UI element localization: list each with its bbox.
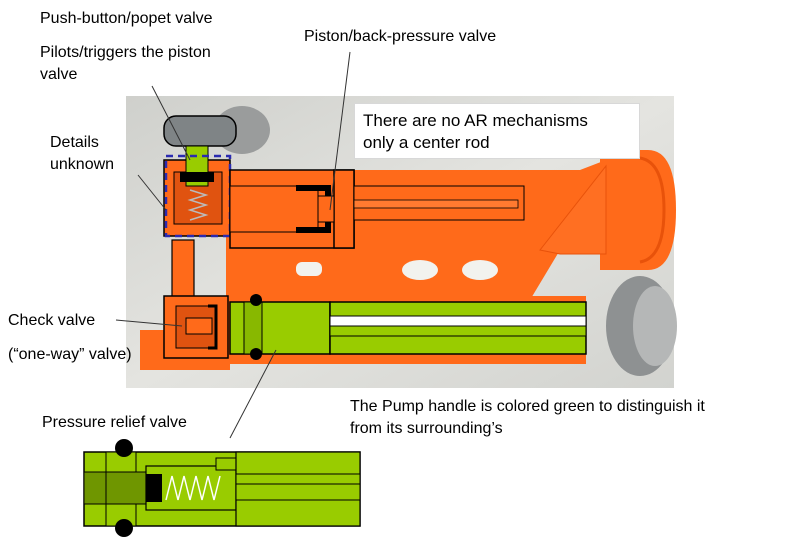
label-pressure-relief: Pressure relief valve	[42, 414, 187, 431]
check-valve-housing	[163, 295, 229, 359]
leader-lines	[115, 51, 351, 439]
label-one-way-valve: (“one-way” valve)	[8, 346, 132, 363]
label-pilots-line2: valve	[40, 66, 78, 83]
note-line1: There are no AR mechanisms	[363, 111, 588, 130]
label-details-line1: Details	[50, 134, 99, 151]
pressure-relief-detail	[83, 439, 361, 537]
label-check-valve: Check valve	[8, 312, 96, 329]
label-pilots-line1: Pilots/triggers the piston	[40, 44, 211, 61]
label-details-line2: unknown	[50, 156, 115, 173]
piston-chamber	[229, 169, 525, 249]
pump-handle-green	[229, 294, 587, 360]
note-line2: only a center rod	[363, 133, 490, 152]
note-box: There are no AR mechanisms only a center…	[354, 103, 640, 159]
note-line3: mechanism	[363, 154, 639, 158]
label-pump-line2: from its surrounding’s	[350, 420, 503, 437]
label-pump-line1: The Pump handle is colored green to dist…	[350, 398, 705, 415]
label-push-button-valve: Push-button/popet valve	[40, 10, 213, 27]
label-piston-valve: Piston/back-pressure valve	[304, 28, 497, 45]
pilot-valve	[163, 145, 231, 237]
